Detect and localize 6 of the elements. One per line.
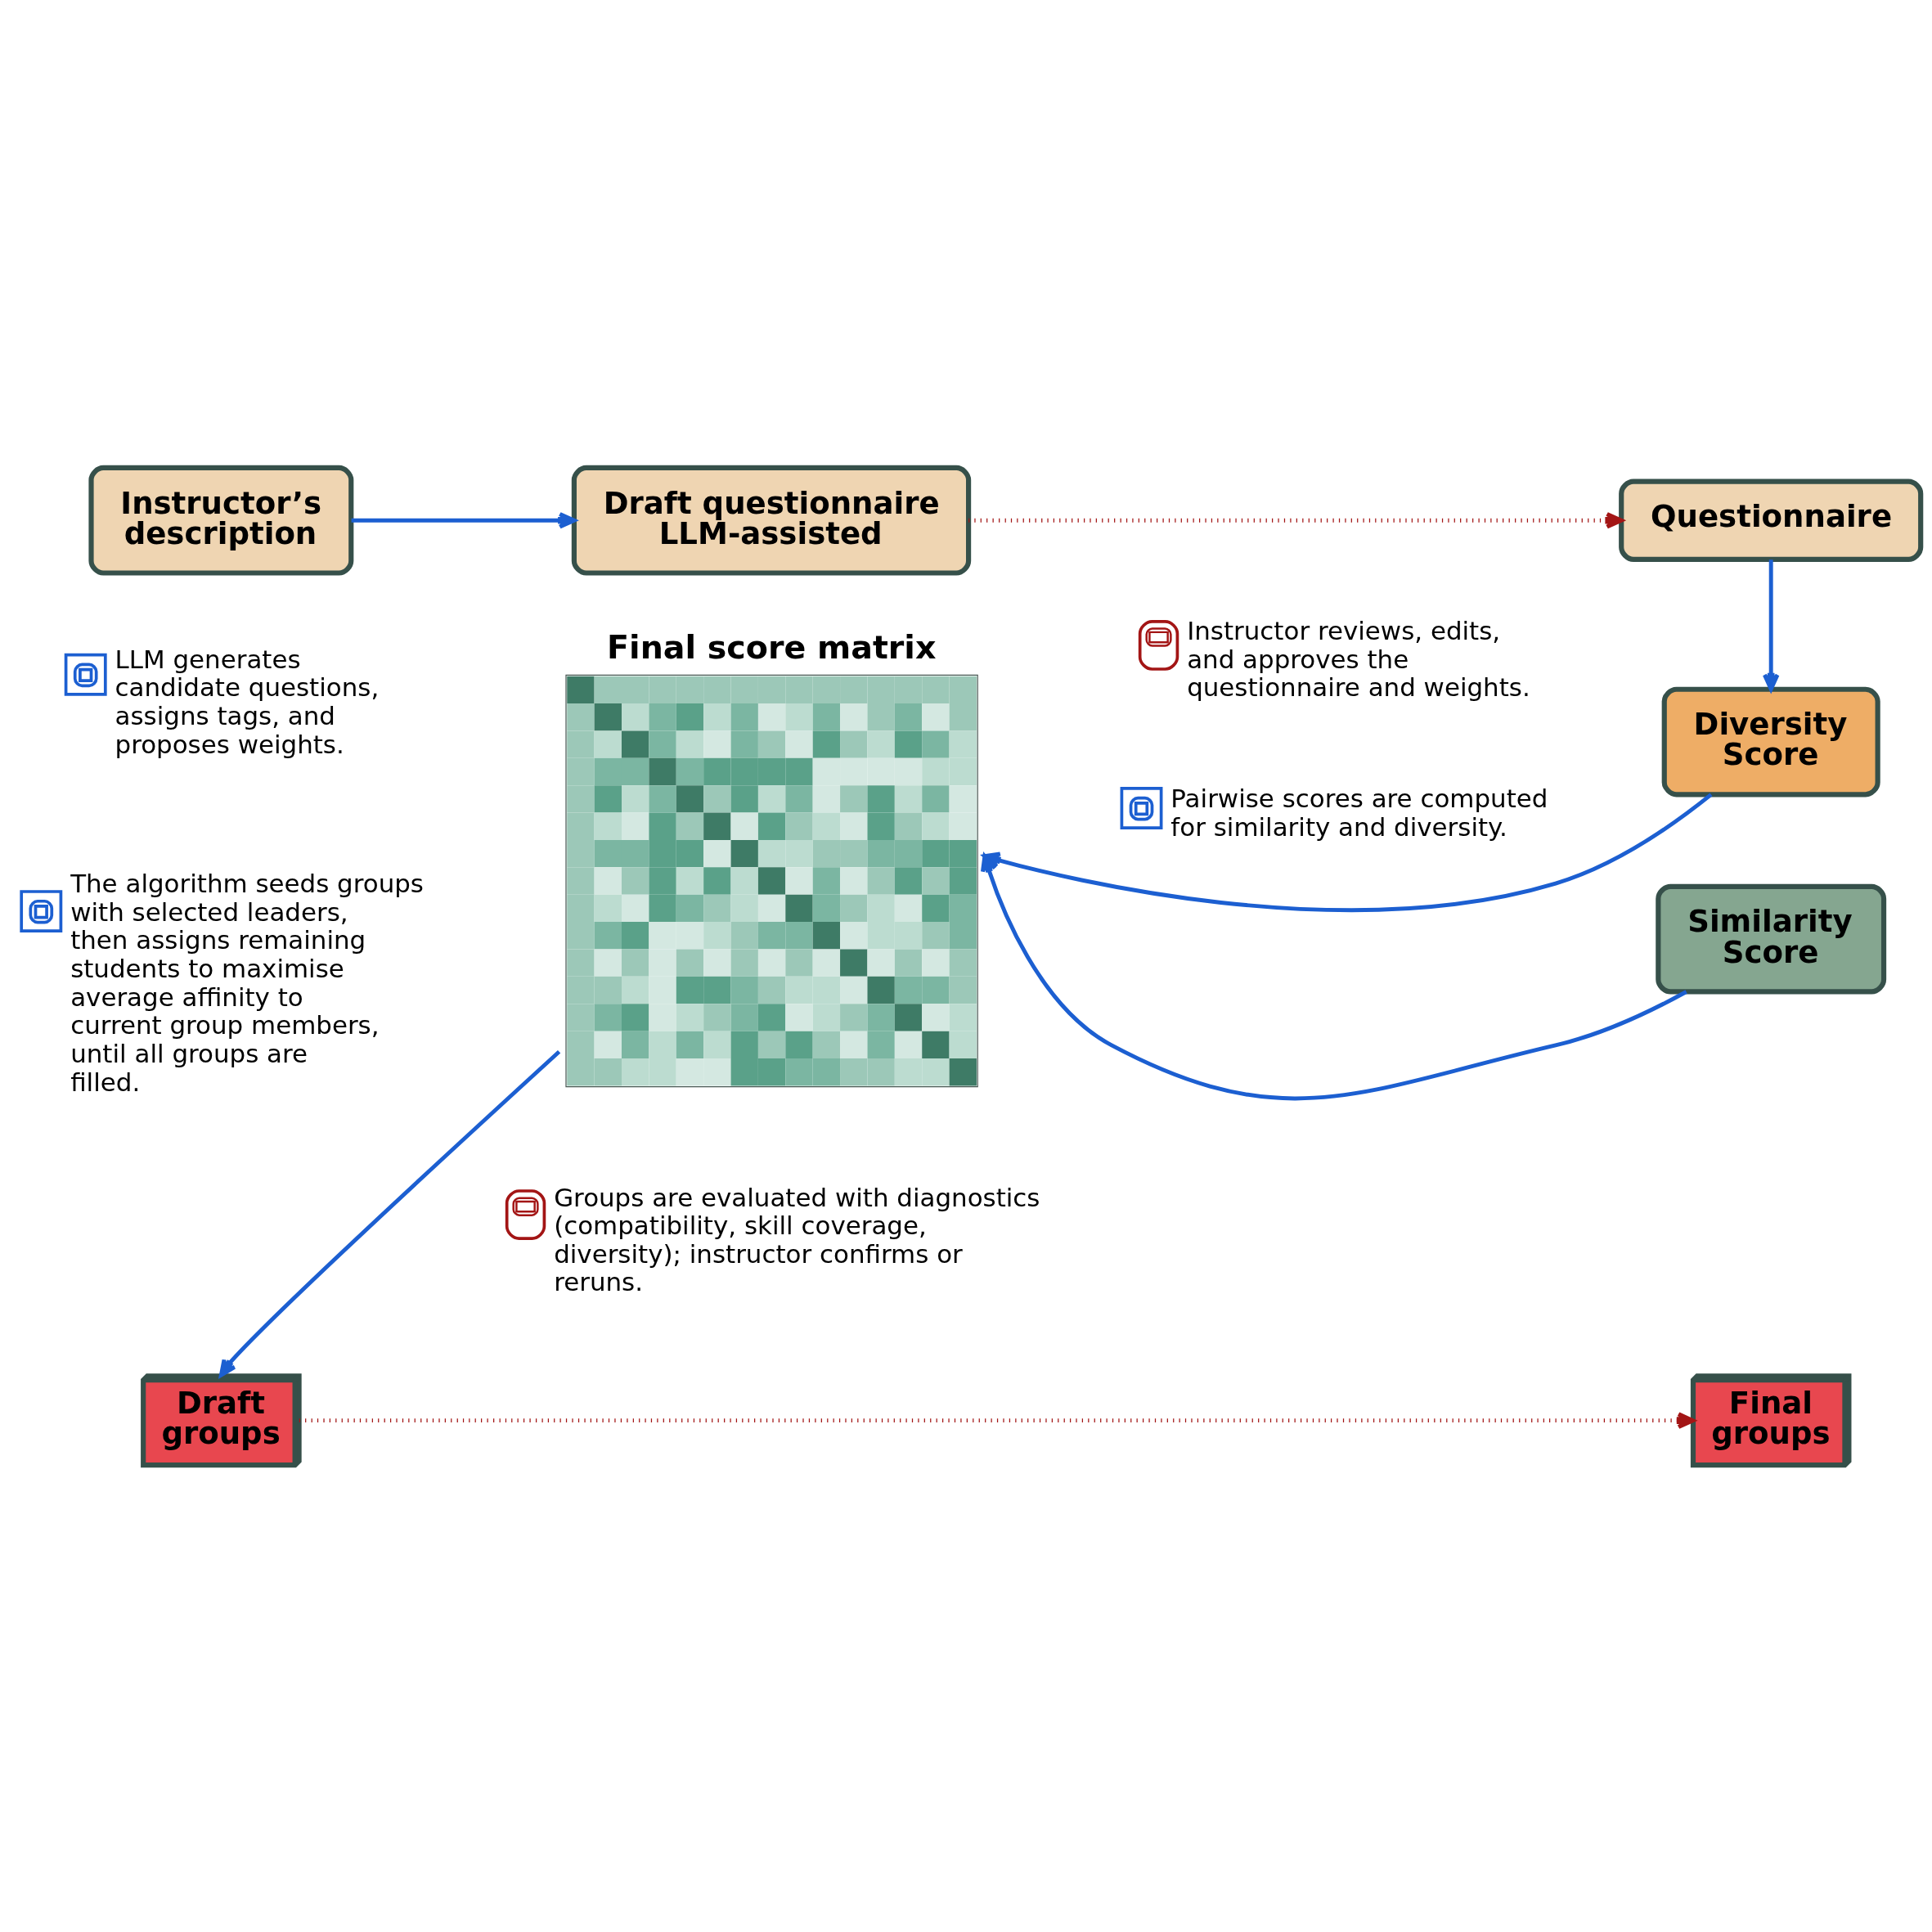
label: Pairwise scores are computed for similarity and diversity. (1170, 783, 1548, 842)
label: The algorithm seeds groups with selected leaders, then assigns remaining students to maximise average affinity to current group members, until all groups are filled. (70, 868, 424, 1097)
label: Instructor reviews, edits, and approves the questionnaire and weights. (1187, 615, 1530, 702)
node-label: Final score matrix (607, 627, 937, 666)
label: LLM generates candidate questions, assigns tags, and proposes weights. (115, 644, 380, 759)
label: Groups are evaluated with diagnostics (compatibility, skill coverage, diversity); instructor confirms or reruns. (554, 1182, 1040, 1296)
